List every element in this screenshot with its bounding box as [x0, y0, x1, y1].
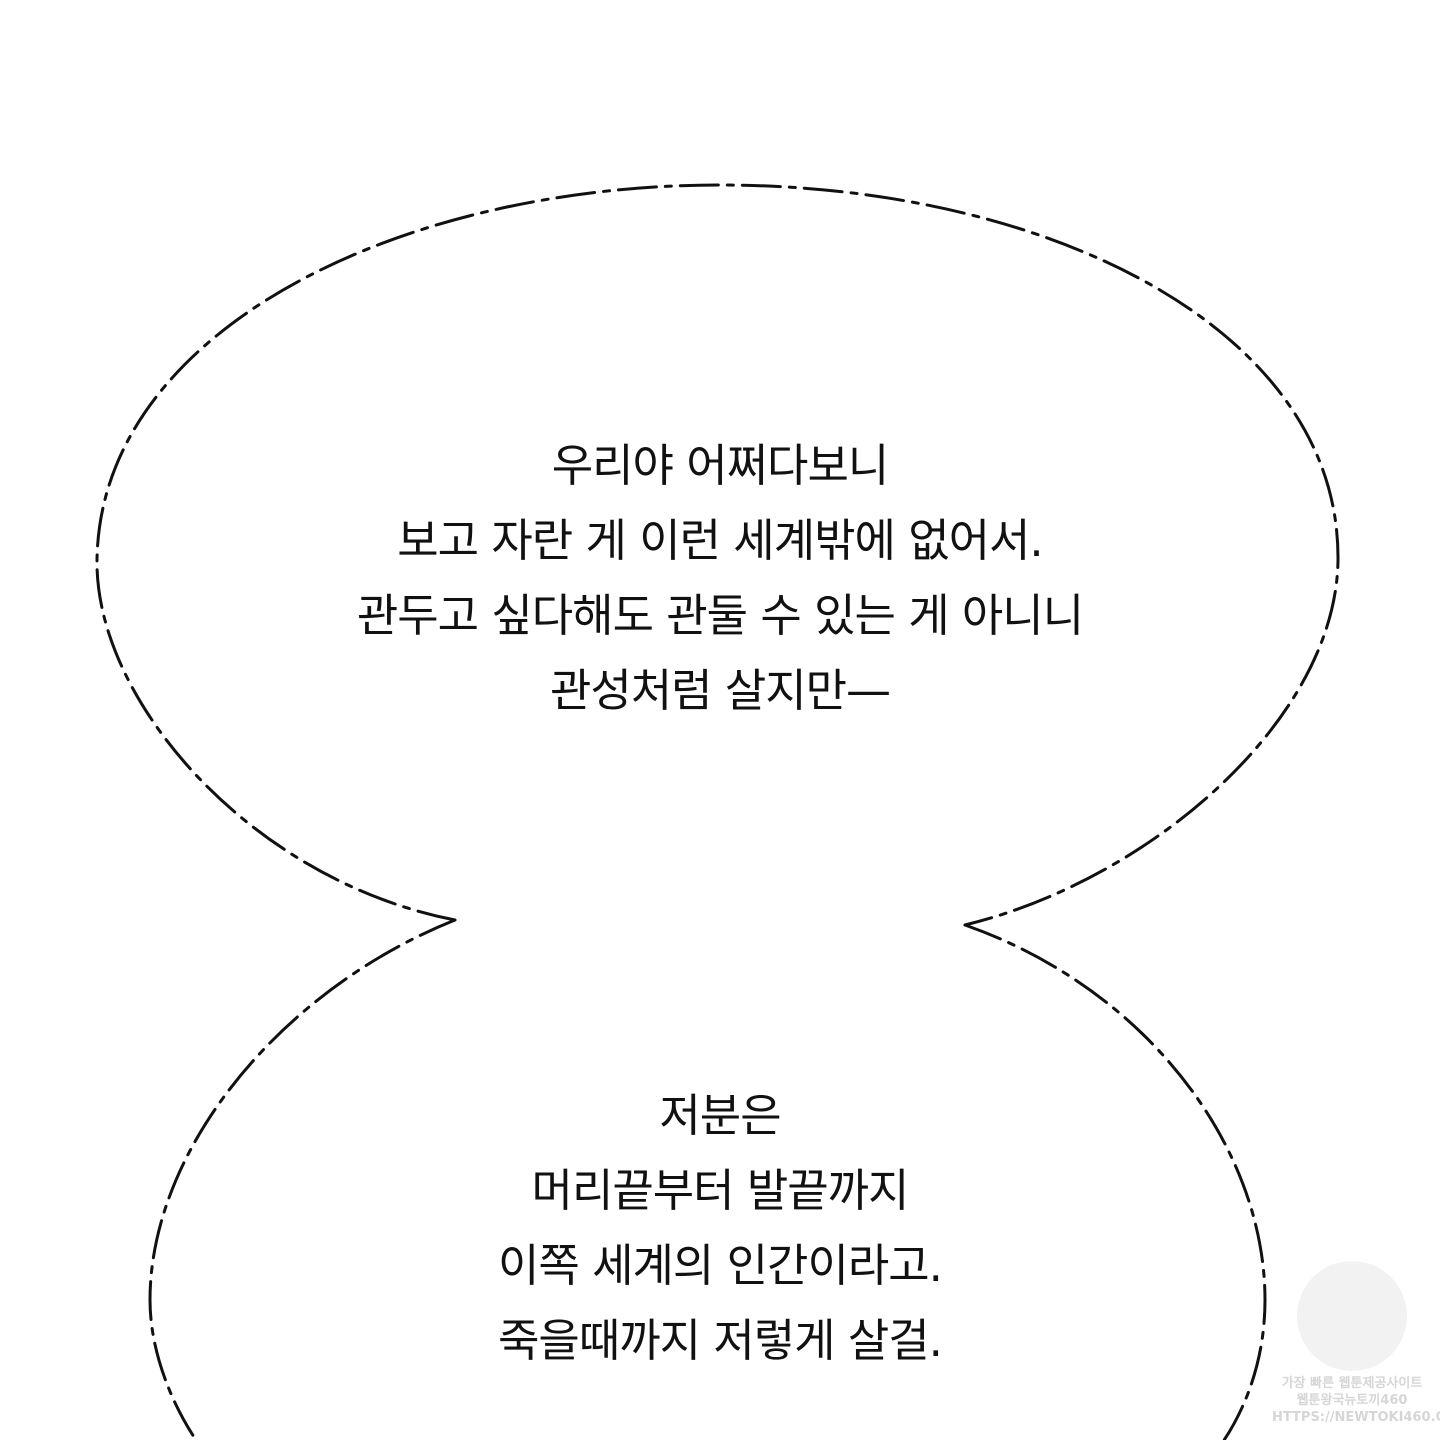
- speech-bubble-bottom-right: [963, 923, 1267, 1440]
- speech-line: 우리야 어쩌다보니: [551, 439, 890, 492]
- speech-line: 죽을때까지 저렇게 살걸.: [498, 1314, 943, 1367]
- watermark-line: 가장 빠른 웹툰제공사이트: [1281, 1376, 1423, 1391]
- watermark-mascot-image: [1297, 1261, 1407, 1371]
- speech-text-top: 우리야 어쩌다보니 보고 자란 게 이런 세계밖에 없어서. 관두고 싶다해도 …: [0, 428, 1440, 728]
- speech-text-bottom: 저분은 머리끝부터 발끝까지 이쪽 세계의 인간이라고. 죽을때까지 저렇게 살…: [0, 1078, 1440, 1378]
- speech-bubble-bottom-left: [148, 918, 457, 1440]
- speech-bubble-top: [95, 183, 1340, 927]
- speech-line: 보고 자란 게 이런 세계밖에 없어서.: [397, 514, 1043, 567]
- speech-line: 저분은: [659, 1089, 781, 1142]
- watermark: 가장 빠른 웹툰제공사이트 웹툰왕국뉴토끼460 HTTPS://NEWTOKI…: [1272, 1261, 1440, 1426]
- speech-line: 머리끝부터 발끝까지: [531, 1164, 910, 1217]
- speech-line: 관두고 싶다해도 관둘 수 있는 게 아니니: [356, 589, 1084, 642]
- speech-line: 관성처럼 살지만—: [549, 664, 891, 717]
- watermark-line: HTTPS://NEWTOKI460.COM: [1272, 1410, 1440, 1425]
- speech-line: 이쪽 세계의 인간이라고.: [498, 1239, 943, 1292]
- watermark-line: 웹툰왕국뉴토끼460: [1296, 1393, 1408, 1408]
